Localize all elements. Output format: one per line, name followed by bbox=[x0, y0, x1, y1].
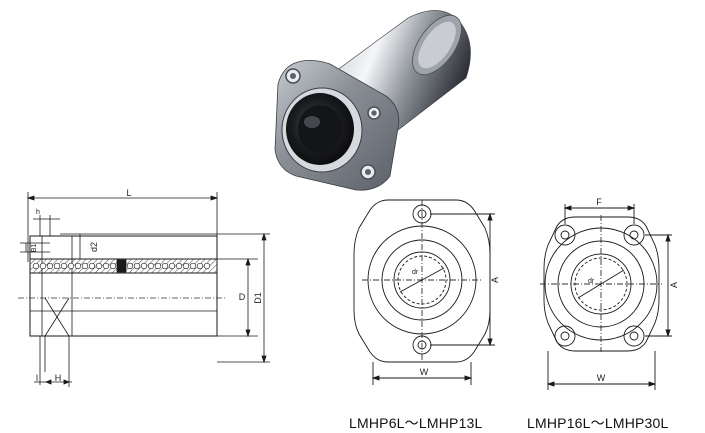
front-view-4-hole bbox=[540, 204, 672, 390]
side-section-view bbox=[18, 192, 270, 387]
label-H: H bbox=[55, 373, 62, 383]
label-A: A bbox=[490, 277, 500, 283]
label-W: W bbox=[597, 373, 606, 383]
ball-row bbox=[32, 262, 211, 270]
label-L: L bbox=[126, 188, 131, 198]
label-B1: B1 bbox=[31, 244, 38, 253]
label-dr: dr bbox=[588, 278, 595, 285]
label-dr: dr bbox=[412, 269, 419, 276]
label-F: F bbox=[596, 197, 602, 207]
front-view-2-hole bbox=[353, 199, 495, 385]
front-view-2-hole-labels: dr A W bbox=[412, 269, 500, 377]
label-A: A bbox=[669, 282, 679, 288]
label-l: l bbox=[36, 373, 38, 383]
caption-4-hole-series: LMHP16L～LMHP30L bbox=[527, 415, 669, 431]
caption-2-hole-series: LMHP6L～LMHP13L bbox=[349, 415, 483, 431]
side-view-labels: L h B1 d2 D D1 l H bbox=[31, 188, 263, 383]
front-view-4-hole-labels: dr F A W bbox=[588, 197, 679, 383]
label-W: W bbox=[420, 367, 429, 377]
label-D: D bbox=[239, 292, 246, 302]
label-d2: d2 bbox=[89, 242, 99, 252]
label-D1: D1 bbox=[253, 292, 263, 304]
label-h: h bbox=[36, 209, 40, 216]
bearing-photo bbox=[274, 10, 471, 191]
